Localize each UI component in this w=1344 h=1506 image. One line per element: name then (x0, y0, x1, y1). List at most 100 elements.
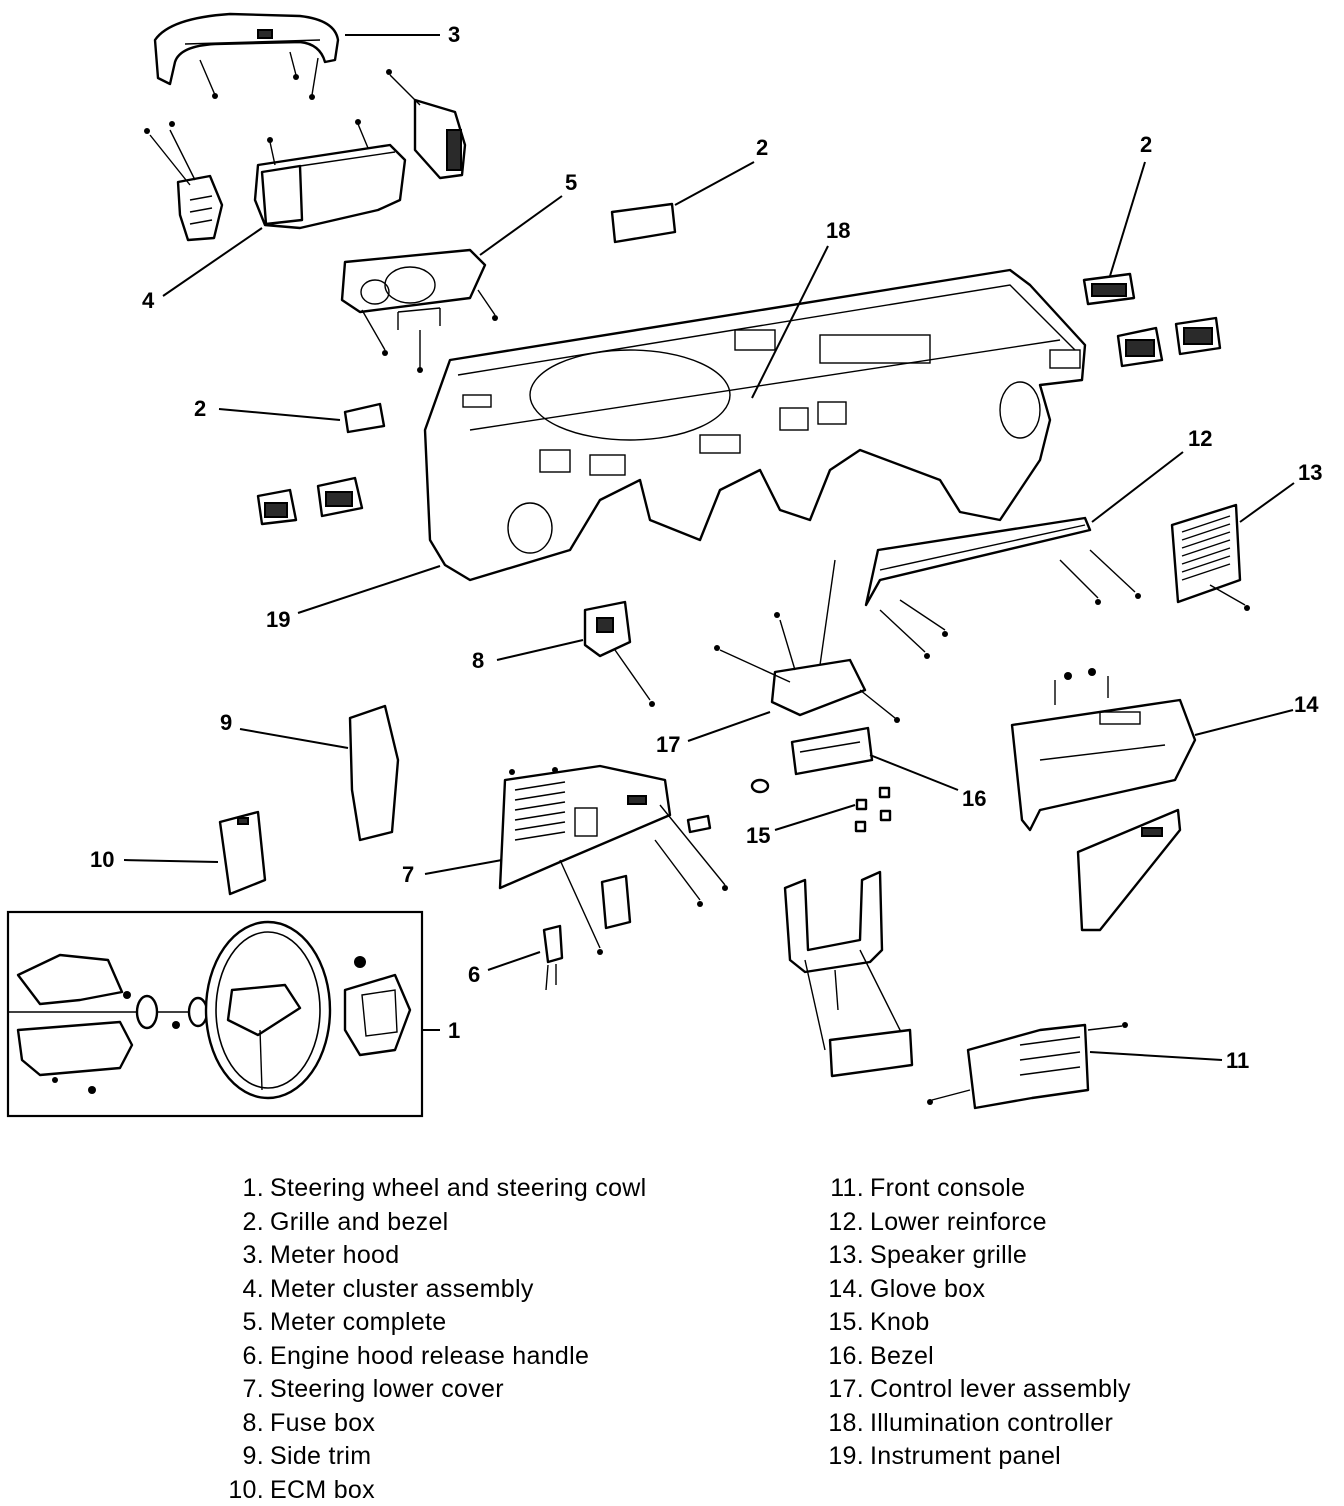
legend-label: Steering wheel and steering cowl (270, 1174, 647, 1202)
instrument-panel-part (423, 268, 1087, 582)
legend-number: 1. (242, 1174, 264, 1202)
side-trim-part (348, 704, 400, 842)
callout-19: 19 (266, 607, 290, 632)
callout-labels: 3 4 5 2 2 18 2 19 12 13 8 14 9 17 16 15 … (90, 22, 1322, 1073)
legend-number: 8. (242, 1408, 264, 1437)
legend-item: 3.Meter hood (200, 1239, 646, 1273)
legend-item: 8.Fuse box (200, 1407, 646, 1441)
callout-7: 7 (402, 862, 414, 887)
leader-lines (123, 34, 1295, 1061)
legend-number: 17. (828, 1375, 864, 1403)
legend-number: 4. (242, 1274, 264, 1303)
legend-number: 18. (828, 1408, 864, 1437)
callout-5: 5 (565, 170, 577, 195)
legend-item: 19.Instrument panel (800, 1440, 1131, 1474)
callout-3: 3 (448, 22, 460, 47)
legend-number: 16. (828, 1341, 864, 1370)
legend-label: Meter cluster assembly (270, 1274, 534, 1303)
right-vent-grille-part (1082, 272, 1222, 368)
callout-4: 4 (142, 288, 155, 313)
meter-cluster-assembly-part (253, 119, 407, 230)
legend-item: 10.ECM box (200, 1474, 646, 1506)
callout-2-right: 2 (1140, 132, 1152, 157)
legend-item: 11.Front console (800, 1172, 1131, 1206)
legend-item: 9.Side trim (200, 1440, 646, 1474)
legend-label: Meter hood (270, 1241, 400, 1269)
callout-8: 8 (472, 648, 484, 673)
legend-item: 15.Knob (800, 1306, 1131, 1340)
callout-6: 6 (468, 962, 480, 987)
exploded-view-illustration: 3 4 5 2 2 18 2 19 12 13 8 14 9 17 16 15 … (6, 12, 1322, 1118)
lower-cover-grille (514, 781, 566, 841)
legend-label: Lower reinforce (870, 1207, 1047, 1236)
bezel-part (750, 726, 874, 794)
front-console-part (927, 1022, 1128, 1110)
legend-number: 9. (242, 1442, 264, 1470)
meter-complete-part (340, 248, 498, 373)
callout-11: 11 (1226, 1048, 1249, 1073)
steering-lower-cowl-part (16, 1020, 134, 1094)
legend-label: Side trim (270, 1442, 372, 1470)
speaker-grille-part (1170, 503, 1250, 611)
callout-17: 17 (656, 732, 680, 757)
horn-pad-part (343, 973, 412, 1057)
legend-number: 15. (828, 1308, 864, 1336)
knob-parts (854, 786, 892, 833)
glove-box-part (1010, 668, 1197, 932)
legend-label: Front console (870, 1174, 1026, 1202)
meter-hood-part (153, 12, 340, 100)
callout-2-center: 2 (756, 135, 768, 160)
callout-9: 9 (220, 710, 232, 735)
legend-item: 2.Grille and bezel (200, 1206, 646, 1240)
legend-label: Bezel (870, 1341, 935, 1370)
legend-item: 1.Steering wheel and steering cowl (200, 1172, 647, 1206)
legend-label: Knob (870, 1308, 930, 1336)
legend-left-column: 1.Steering wheel and steering cowl 2.Gri… (200, 1172, 646, 1506)
callout-1: 1 (448, 1018, 460, 1043)
legend-label: Fuse box (270, 1408, 376, 1437)
legend-item: 12.Lower reinforce (800, 1206, 1131, 1240)
legend-number: 7. (242, 1375, 264, 1403)
legend-right-column: 11.Front console 12.Lower reinforce 13.S… (800, 1172, 1131, 1474)
legend-number: 14. (828, 1274, 864, 1303)
legend-label: Illumination controller (870, 1408, 1114, 1437)
legend-number: 12. (828, 1207, 864, 1236)
callout-14: 14 (1294, 692, 1319, 717)
legend-item: 17.Control lever assembly (800, 1373, 1131, 1407)
ecm-box-part (218, 810, 267, 896)
callout-12: 12 (1188, 426, 1212, 451)
legend-item: 18.Illumination controller (800, 1407, 1131, 1441)
legend-label: Grille and bezel (270, 1207, 449, 1236)
lower-reinforce-part (864, 516, 1141, 659)
legend-number: 19. (828, 1442, 864, 1470)
console-bracket-part (783, 870, 914, 1078)
left-side-vent-part (144, 121, 224, 242)
steering-wheel-box (6, 910, 424, 1118)
callout-16: 16 (962, 786, 986, 811)
legend-number: 10. (228, 1475, 264, 1504)
legend-number: 2. (242, 1207, 264, 1236)
legend-label: Glove box (870, 1274, 986, 1303)
center-defroster-grille-part (610, 202, 677, 244)
legend-label: Instrument panel (870, 1442, 1062, 1470)
legend-item: 6.Engine hood release handle (200, 1340, 646, 1374)
callout-18: 18 (826, 218, 850, 243)
control-lever-assembly-part (714, 559, 900, 723)
legend-item: 16.Bezel (800, 1340, 1131, 1374)
callout-15: 15 (746, 823, 770, 848)
right-side-vent-part (386, 69, 467, 180)
legend-item: 14.Glove box (800, 1273, 1131, 1307)
callout-13: 13 (1298, 460, 1322, 485)
steering-lower-cover-part (498, 764, 728, 955)
legend-number: 5. (242, 1308, 264, 1336)
callout-10: 10 (90, 847, 114, 872)
steering-upper-cowl-part (16, 953, 124, 1006)
legend-label: Steering lower cover (270, 1375, 504, 1403)
left-vent-grille-part (256, 402, 386, 526)
legend-label: Engine hood release handle (270, 1341, 590, 1370)
legend-label: Speaker grille (870, 1241, 1028, 1269)
legend-label: Control lever assembly (870, 1375, 1131, 1403)
legend-label: ECM box (270, 1475, 375, 1504)
legend-item: 4.Meter cluster assembly (200, 1273, 646, 1307)
